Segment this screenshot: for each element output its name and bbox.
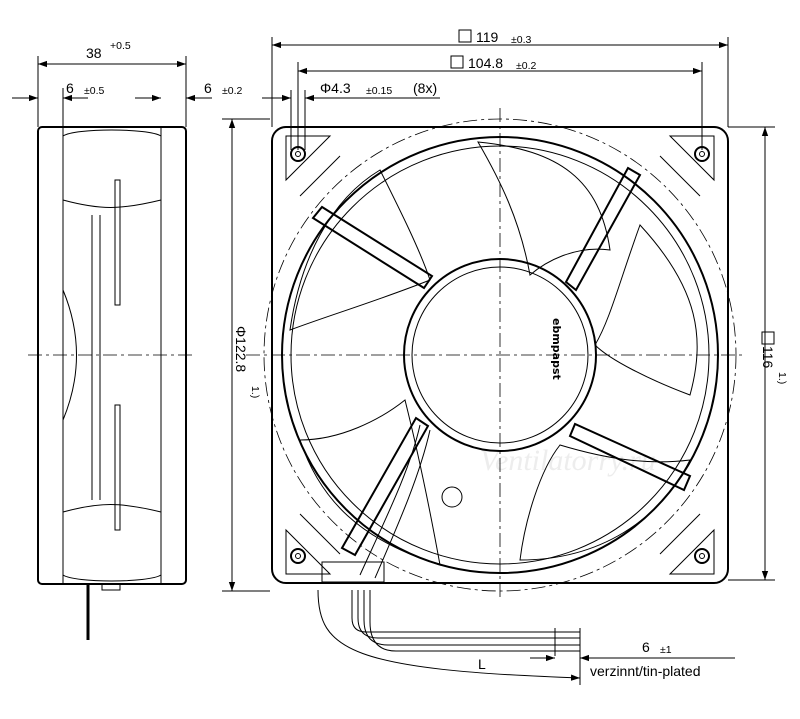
depth-tolerance: +0.5 <box>110 40 131 52</box>
struts <box>311 166 692 557</box>
height-note: 1.) <box>776 372 788 384</box>
side-dimensions: 38 +0.5 6 ±0.5 6 ±0.2 <box>12 40 243 127</box>
height-label: 116 <box>760 346 776 369</box>
hole-spacing-tolerance: ±0.2 <box>516 60 537 72</box>
outer-diameter-note: 1.) <box>249 386 261 398</box>
outer-diameter-label: Φ122.8 <box>233 326 249 372</box>
front-view: ebmpapst <box>246 108 742 600</box>
finish-label: verzinnt/tin-plated <box>590 663 701 679</box>
hole-count-label: (8x) <box>413 80 437 96</box>
side-view <box>28 126 196 640</box>
flange-offset-label: 6 <box>204 80 212 96</box>
hole-diameter-tolerance: ±0.15 <box>366 85 392 97</box>
flange-tolerance: ±0.5 <box>84 85 105 97</box>
flange-offset-tolerance: ±0.2 <box>222 85 243 97</box>
watermark: Ventilatorry.ru <box>480 444 656 477</box>
lead-length-label: L <box>478 656 486 672</box>
lead-wires: 6 ±1 verzinnt/tin-plated L <box>317 589 735 685</box>
brand-label: ebmpapst <box>550 318 563 380</box>
flange-label: 6 <box>66 80 74 96</box>
frame-width-tolerance: ±0.3 <box>511 34 532 46</box>
strip-length-label: 6 <box>642 639 650 655</box>
hole-spacing-label: 104.8 <box>468 55 503 71</box>
front-dimensions: 119 ±0.3 104.8 ±0.2 Φ4.3 ±0.15 (8x) Φ122… <box>222 29 788 592</box>
strip-length-tolerance: ±1 <box>660 644 672 656</box>
hole-diameter-label: Φ4.3 <box>320 80 351 96</box>
depth-label: 38 <box>86 45 102 61</box>
frame-width-label: 119 <box>476 29 499 45</box>
